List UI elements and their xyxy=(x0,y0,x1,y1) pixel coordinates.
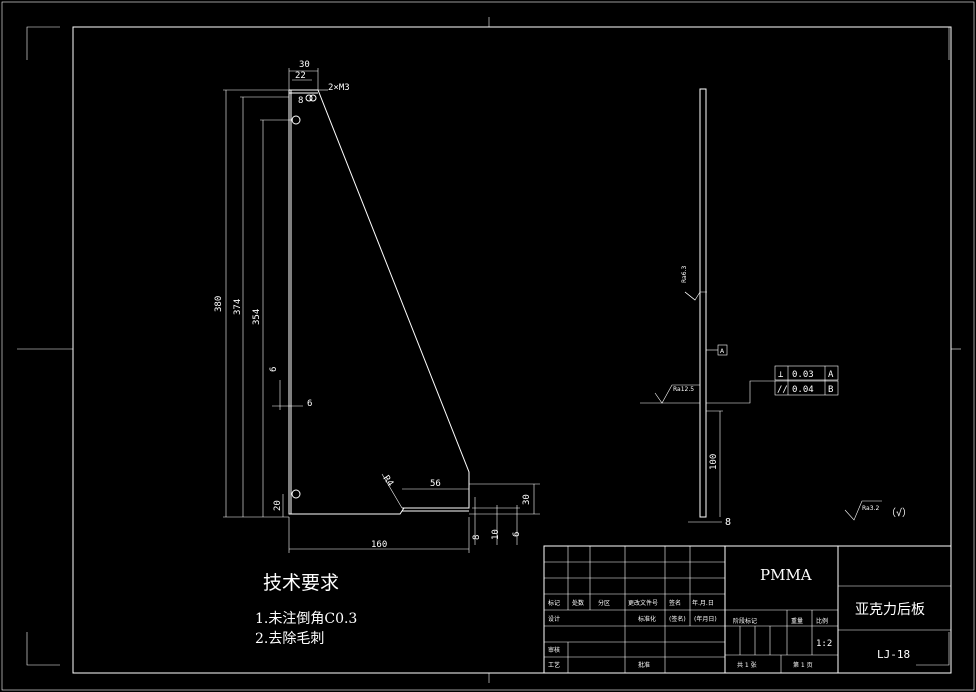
tb-label-scale: 比例 xyxy=(816,617,828,625)
technical-notes: 技术要求 1.未注倒角C0.3 2.去除毛刺 xyxy=(255,572,357,647)
tb-scale: 1:2 xyxy=(816,639,832,649)
hole-mark-top xyxy=(291,94,317,125)
front-view: 30 22 2×M3 8 380 374 354 6 6 20 R4 56 3 xyxy=(214,60,540,553)
tb-label-weight: 重量 xyxy=(791,617,803,625)
datum-label: A xyxy=(720,348,725,355)
roughness-suffix: （√） xyxy=(886,507,912,519)
dim-bottom-6: 6 xyxy=(512,532,522,537)
dim-foot-56: 56 xyxy=(430,479,441,489)
tb-sheet-no: 第 1 页 xyxy=(793,661,813,669)
note-item-1: 1.未注倒角C0.3 xyxy=(255,611,357,627)
tol-value-2: 0.04 xyxy=(792,385,814,395)
tb-label-date: 年.月.日 xyxy=(692,599,714,607)
dim-top-inner: 22 xyxy=(295,71,306,81)
tol-value-1: 0.03 xyxy=(792,370,814,380)
tol-symbol-2: // xyxy=(777,385,788,395)
dim-height-374: 374 xyxy=(233,299,243,315)
dim-radius: R4 xyxy=(381,474,395,489)
tol-datum-2: B xyxy=(828,385,833,395)
tb-sheets-total: 共 1 张 xyxy=(737,661,757,669)
tb-material: PMMA xyxy=(760,566,812,584)
side-view: Ra6.3 A Ra12.5 ⊥ 0.03 A // 0.04 B 100 8 xyxy=(640,88,839,528)
tb-label-review: 审核 xyxy=(548,646,560,654)
tb-label-sign: 签名 xyxy=(669,599,681,607)
tb-label-standardize: 标准化 xyxy=(638,615,656,623)
tb-part-name: 亚克力后板 xyxy=(855,602,925,618)
dim-bottom-10: 10 xyxy=(491,529,501,540)
dim-height-total: 380 xyxy=(214,296,224,312)
dim-hole-spec: 2×M3 xyxy=(328,83,350,93)
dim-height-354: 354 xyxy=(252,309,262,325)
dim-hole-offset: 8 xyxy=(298,96,303,106)
roughness-ra12: Ra12.5 xyxy=(673,386,694,393)
tb-label-stage-mark: 阶段标记 xyxy=(733,617,757,625)
dim-foot-30: 30 xyxy=(522,494,532,505)
dim-bottom-8: 8 xyxy=(472,535,482,540)
tol-datum-1: A xyxy=(828,370,834,380)
tb-label-mark: 标记 xyxy=(548,599,560,607)
title-block: 标记 处数 分区 更改文件号 签名 年.月.日 设计 标准化 (签名) (年月日… xyxy=(543,545,952,674)
tb-label-count: 处数 xyxy=(572,599,584,607)
dim-top-width: 30 xyxy=(299,60,310,70)
tb-drawing-no: LJ-18 xyxy=(877,648,910,661)
dim-side-8: 8 xyxy=(725,517,731,528)
tolerance-frame: ⊥ 0.03 A // 0.04 B xyxy=(774,365,839,396)
dim-gap-side: 6 xyxy=(307,399,312,409)
tol-symbol-1: ⊥ xyxy=(778,370,784,380)
tb-label-ymd: (年月日) xyxy=(694,615,717,623)
roughness-ra6: Ra6.3 xyxy=(681,266,688,283)
general-roughness: Ra3.2 （√） xyxy=(844,500,912,521)
dim-side-100: 100 xyxy=(709,454,719,470)
tb-label-approve: 批准 xyxy=(638,661,650,669)
dim-base-160: 160 xyxy=(371,540,387,550)
notes-title: 技术要求 xyxy=(263,572,339,594)
roughness-ra3: Ra3.2 xyxy=(862,505,879,512)
tb-label-change-doc: 更改文件号 xyxy=(628,599,658,607)
tb-label-zone: 分区 xyxy=(598,599,610,607)
tb-label-process: 工艺 xyxy=(548,661,560,669)
dim-bottom-20: 20 xyxy=(273,500,283,511)
note-item-2: 2.去除毛刺 xyxy=(255,631,324,647)
tb-label-signature: (签名) xyxy=(669,615,686,623)
dim-gap-small: 6 xyxy=(269,367,279,372)
tb-label-design: 设计 xyxy=(548,615,560,623)
hole-mark-bottom xyxy=(291,489,301,499)
